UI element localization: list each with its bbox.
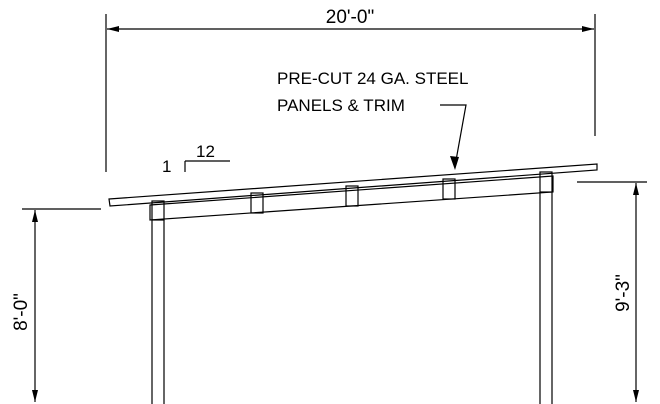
note-line-1: PRE-CUT 24 GA. STEEL xyxy=(277,69,468,88)
slope-rise-label: 1 xyxy=(162,157,171,176)
left-height-label: 8'-0" xyxy=(11,293,32,331)
right-height-label: 9'-3" xyxy=(613,274,634,312)
note-leader xyxy=(440,104,467,167)
purlin-header xyxy=(149,175,554,221)
note-leader-arrowhead xyxy=(450,156,459,170)
overall-width-label: 20'-0" xyxy=(326,7,374,28)
note-line-2: PANELS & TRIM xyxy=(277,96,405,115)
bracket-3 xyxy=(345,185,359,207)
overall-width-dimension: 20'-0" xyxy=(105,7,596,172)
right-height-dimension: 9'-3" xyxy=(577,181,647,402)
panel-note: PRE-CUT 24 GA. STEEL PANELS & TRIM xyxy=(277,69,468,170)
posts xyxy=(151,192,553,404)
roof xyxy=(108,163,598,221)
bracket-right xyxy=(539,171,553,193)
bracket-2 xyxy=(250,192,264,214)
bracket-4 xyxy=(442,178,456,200)
slope-run-label: 12 xyxy=(196,142,215,161)
roof-panel xyxy=(108,163,598,207)
bracket-left xyxy=(151,200,165,221)
left-height-dimension: 8'-0" xyxy=(11,208,101,402)
slope-symbol: 12 1 xyxy=(162,142,230,176)
